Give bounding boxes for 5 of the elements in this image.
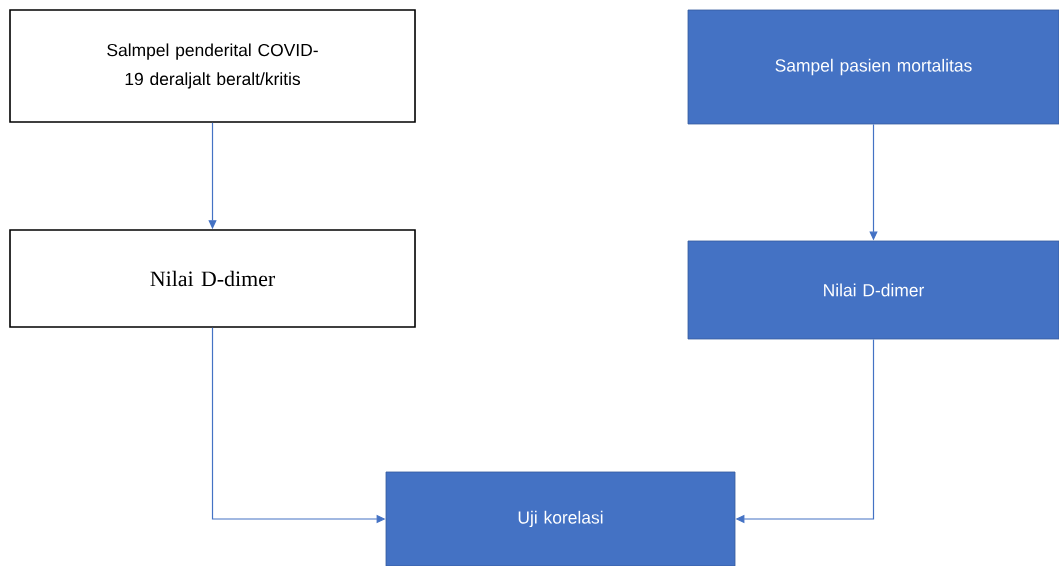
process-box: Uji korelasi <box>385 471 736 566</box>
process-box: Sampel pasien mortalitas <box>687 9 1059 125</box>
process-box: Nilai D-dimer <box>687 240 1059 340</box>
process-box: Nilai D-dimer <box>9 229 416 328</box>
process-box: Salmpel penderital COVID-19 deraljalt beralt/kritis <box>9 9 416 123</box>
